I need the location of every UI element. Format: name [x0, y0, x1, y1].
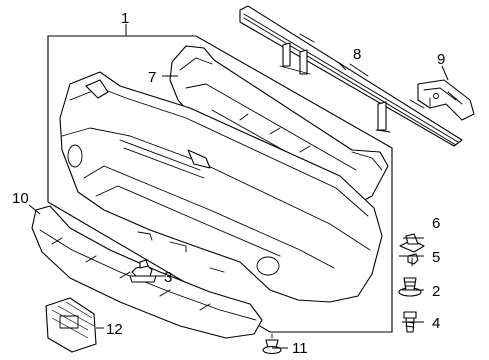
callout-1: 1: [121, 10, 129, 27]
license-plate-bracket: [45, 297, 97, 353]
bumper-cover: [59, 71, 383, 303]
assembly-frame: [47, 35, 393, 333]
impact-bar: [239, 5, 463, 147]
callout-6: 6: [432, 215, 440, 232]
retainer-clip: [398, 277, 422, 297]
callout-10: 10: [12, 190, 29, 207]
mounting-bracket: [417, 79, 475, 121]
callout-2: 2: [432, 283, 440, 300]
callout-11: 11: [292, 340, 308, 357]
callout-4: 4: [432, 315, 440, 332]
lower-clip: [262, 333, 282, 355]
push-pin-fastener: [129, 259, 157, 283]
nut-retainer: [399, 233, 425, 253]
callout-5: 5: [432, 249, 440, 266]
callout-8: 8: [353, 46, 361, 63]
leader-lines: [28, 24, 449, 349]
callout-3: 3: [164, 269, 172, 286]
callout-7: 7: [148, 69, 156, 86]
callout-12: 12: [106, 321, 123, 338]
callout-9: 9: [437, 51, 445, 68]
callout-labels: 1 2 3 4 5 6 7 8 9 10 11 12: [12, 10, 445, 357]
